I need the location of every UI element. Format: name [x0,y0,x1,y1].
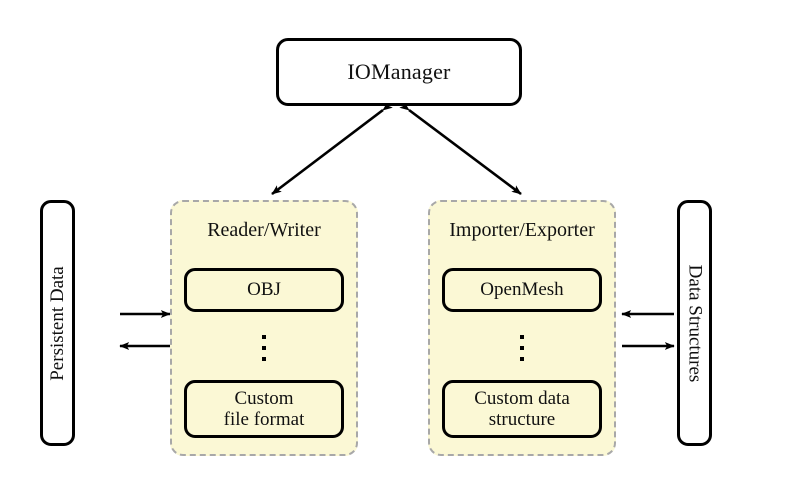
ellipsis-dot [262,335,266,339]
ellipsis-importer-exporter [430,328,614,368]
node-persistent-data[interactable]: Persistent Data [40,200,75,446]
item-openmesh-label: OpenMesh [480,279,564,301]
node-data-structures[interactable]: Data Structures [677,200,712,446]
item-line-1: Custom data [474,387,570,409]
node-persistent-data-label: Persistent Data [47,265,69,381]
item-line-1: Custom [234,387,294,409]
panel-reader-writer[interactable]: Reader/Writer OBJ Custom file format [170,200,358,456]
item-obj[interactable]: OBJ [184,268,344,312]
ellipsis-dot [262,357,266,361]
ellipsis-dot [520,335,524,339]
node-iomanager[interactable]: IOManager [276,38,522,106]
node-data-structures-label: Data Structures [684,264,705,382]
panel-importer-exporter-title: Importer/Exporter [449,219,595,241]
item-custom-file-format[interactable]: Custom file format [184,380,344,438]
arrow-iomanager-importerexporter [399,101,522,196]
ellipsis-dot [262,346,266,350]
item-custom-data-structure[interactable]: Custom data structure [442,380,602,438]
item-openmesh[interactable]: OpenMesh [442,268,602,312]
ellipsis-reader-writer [172,328,356,368]
item-line-2: structure [488,409,556,430]
item-custom-file-format-label: Custom file format [224,388,305,431]
arrow-iomanager-readerwriter [271,101,393,196]
ellipsis-dot [520,346,524,350]
panel-reader-writer-title: Reader/Writer [207,219,321,241]
panel-importer-exporter[interactable]: Importer/Exporter OpenMesh Custom data s… [428,200,616,456]
item-custom-data-structure-label: Custom data structure [474,388,570,431]
ellipsis-dot [520,357,524,361]
item-obj-label: OBJ [247,279,281,301]
item-line-2: file format [223,409,305,430]
node-iomanager-label: IOManager [347,59,451,84]
